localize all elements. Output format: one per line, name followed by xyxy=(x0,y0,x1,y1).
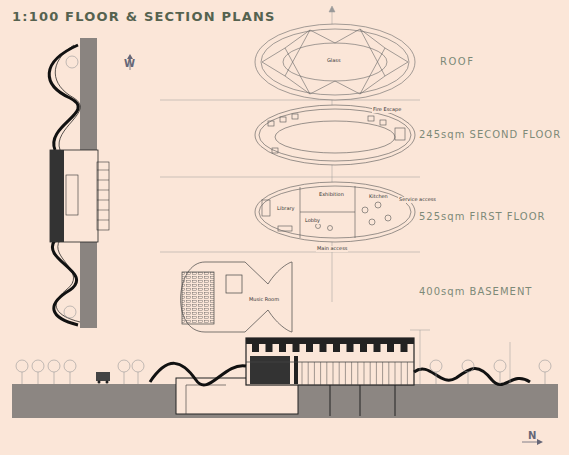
roof-tooth xyxy=(374,344,381,352)
tree-trunk xyxy=(54,372,55,384)
floor-heading: ROOF xyxy=(440,56,474,67)
mullion xyxy=(326,362,327,385)
room-label: Fire Escape xyxy=(372,107,402,113)
second-floor-plan xyxy=(255,105,415,165)
room-label: Exhibition xyxy=(318,192,345,198)
mullion xyxy=(388,362,389,385)
drawing-title: 1:100 FLOOR & SECTION PLANS xyxy=(12,10,276,24)
room-label: Kitchen xyxy=(368,194,389,200)
roof-tooth xyxy=(306,344,313,352)
mullion xyxy=(382,362,383,385)
first-floor-plan xyxy=(255,182,415,242)
roof-tooth xyxy=(347,344,354,352)
mullion xyxy=(407,362,408,385)
floor-heading: 245sqm SECOND FLOOR xyxy=(418,129,562,140)
floor-heading: 525sqm FIRST FLOOR xyxy=(418,211,547,222)
mullion xyxy=(370,362,371,385)
grid-lines xyxy=(160,6,420,302)
section xyxy=(12,330,558,445)
tree xyxy=(48,360,60,372)
room-label: Main access xyxy=(316,246,348,252)
tree-trunk xyxy=(70,372,71,384)
tree xyxy=(16,360,28,372)
mullion xyxy=(333,362,334,385)
tree-trunk xyxy=(436,372,437,384)
tree-trunk xyxy=(22,372,23,384)
mullion xyxy=(364,362,365,385)
basement-plan xyxy=(181,262,292,332)
mullion xyxy=(314,362,315,385)
roof-tooth xyxy=(279,344,286,352)
tree-trunk xyxy=(545,372,546,384)
roof-tooth xyxy=(401,344,408,352)
roof-tooth xyxy=(360,344,367,352)
north-marker: W xyxy=(124,58,135,69)
room-label: Service access xyxy=(398,197,437,203)
tree-trunk xyxy=(468,372,469,384)
tree xyxy=(430,360,442,372)
mullion xyxy=(320,362,321,385)
mullion xyxy=(345,362,346,385)
roof-tooth xyxy=(266,344,273,352)
room-label: Glass xyxy=(326,58,342,64)
north-marker: N xyxy=(528,430,536,441)
room-label: Music Room xyxy=(248,297,280,303)
tree xyxy=(494,360,506,372)
tree-trunk xyxy=(500,372,501,384)
tree-trunk xyxy=(38,372,39,384)
floor-heading: 400sqm BASEMENT xyxy=(418,286,533,297)
mullion xyxy=(308,362,309,385)
roof-plan xyxy=(255,24,415,100)
mullion xyxy=(351,362,352,385)
mullion xyxy=(401,362,402,385)
tree xyxy=(462,360,474,372)
roof-tooth xyxy=(320,344,327,352)
tree xyxy=(64,360,76,372)
mullion xyxy=(376,362,377,385)
roof-tooth xyxy=(387,344,394,352)
mullion xyxy=(395,362,396,385)
tree xyxy=(118,360,130,372)
tree xyxy=(539,360,551,372)
mullion xyxy=(339,362,340,385)
room-label: Library xyxy=(276,206,295,212)
mullion xyxy=(302,362,303,385)
tree-trunk xyxy=(124,372,125,384)
room-label: Lobby xyxy=(304,218,321,224)
site-plan xyxy=(49,38,133,328)
roof-tooth xyxy=(252,344,259,352)
tree xyxy=(132,360,144,372)
mullion xyxy=(357,362,358,385)
tree-trunk xyxy=(138,372,139,384)
roof-tooth xyxy=(293,344,300,352)
tree xyxy=(32,360,44,372)
roof-tooth xyxy=(333,344,340,352)
